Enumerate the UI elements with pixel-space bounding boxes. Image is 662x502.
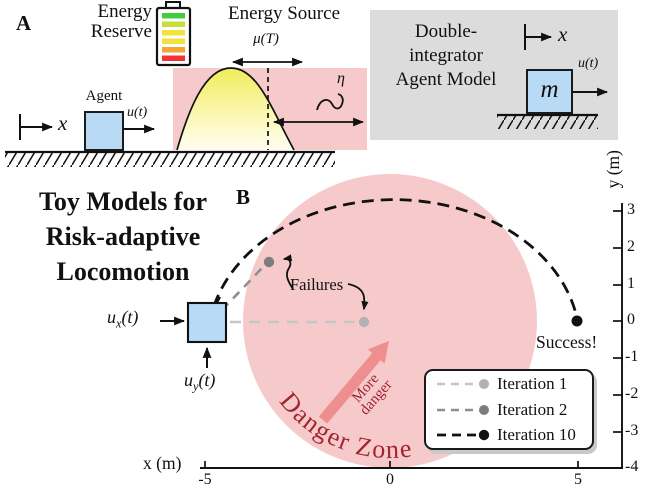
legend-row-iteration10: Iteration 10 [426,423,592,447]
more-danger-arrow-head [367,341,389,364]
legend-line-iteration2-icon [437,404,489,415]
failures-pointer-right [347,283,369,311]
iteration1-failure-dot [358,316,370,328]
battery-bar-5 [162,47,185,53]
battery-bar-6 [162,55,185,61]
more-danger-arrow-shaft [318,352,382,424]
x-tick-label-neg5: -5 [198,471,212,488]
battery-bar-4 [162,38,185,44]
y-tick-label-neg2: -2 [625,385,639,402]
model-title-line3: Agent Model [395,69,497,90]
ux-label: ux(t) [107,308,138,330]
eta-label: η [337,70,345,87]
uy-sub: y [193,379,199,394]
model-title-line2: integrator [409,45,483,66]
ux-sub: x [116,316,122,331]
y-tick-label-neg3: -3 [625,422,639,439]
ux-rest: (t) [121,307,139,327]
y-tick-label-neg1: -1 [625,348,639,365]
failures-label: Failures [290,275,344,294]
plot-axes [200,203,623,469]
ux-base: u [107,307,116,327]
energy-hill-outline [176,67,295,151]
energy-source-title: Energy Source [227,3,341,24]
figure-title-line2: Risk-adaptive [45,222,201,251]
legend-row-iteration2: Iteration 2 [426,398,592,422]
figure-title-line3: Locomotion [56,257,190,286]
legend-label-iteration10: Iteration 10 [497,424,576,444]
energy-reserve-line1: Energy [97,1,152,22]
legend-label-iteration2: Iteration 2 [497,399,568,419]
iteration10-success-dot [571,315,583,327]
y-tick-label-2: 2 [627,238,635,255]
agent-box-b [186,301,228,344]
panel-b-label: B [236,185,251,209]
agent-box-a [84,111,124,151]
agent-label: Agent [85,88,123,104]
figure-title-line1: Toy Models for [38,187,208,216]
panel-a-label: A [16,11,32,35]
ground-hatching-a [5,153,335,167]
y-tick-label-3: 3 [627,201,635,218]
iteration2-failure-dot [263,256,275,268]
y-tick-label-1: 1 [627,275,635,292]
x-tick-label-5: 5 [574,471,582,488]
uy-label: uy(t) [184,371,215,393]
energy-reserve-line2: Reserve [90,20,152,42]
u-label-model: u(t) [578,56,599,71]
ground-hatching-model [497,116,598,129]
uy-rest: (t) [198,370,216,390]
energy-hill [177,68,294,150]
x-axis-label: x (m) [143,453,182,473]
y-tick-label-neg4: -4 [625,458,639,475]
battery-bar-2 [162,21,185,27]
mu-label: μ(T) [253,31,279,47]
y-axis-label: y (m) [603,150,623,189]
iteration2-trajectory [221,265,265,311]
iteration10-trajectory [212,198,579,319]
mass-box [526,69,573,114]
figure-title: Toy Models for Risk-adaptive Locomotion [2,184,244,289]
plot-legend: Iteration 1 Iteration 2 Iteration 10 [424,369,594,450]
failures-pointer-left [282,254,294,290]
legend-label-iteration1: Iteration 1 [497,374,568,394]
u-label-a: u(t) [127,105,148,120]
x-tick-label-0: 0 [386,471,394,488]
mass-label: m [540,76,559,103]
x-symbol-a: x [58,111,68,135]
battery-bar-1 [162,13,185,19]
y-tick-label-0: 0 [627,311,635,328]
energy-reserve-label: Energy Reserve [40,2,152,42]
model-title-line1: Double- [414,21,478,42]
success-label: Success! [536,332,598,352]
x-symbol-model: x [558,22,568,46]
legend-line-iteration10-icon [437,429,490,440]
model-title: Double- integrator Agent Model [372,20,520,92]
uy-base: u [184,370,193,390]
battery-bar-3 [162,30,185,36]
legend-row-iteration1: Iteration 1 [426,372,592,396]
legend-line-iteration1-icon [437,379,489,390]
eta-squiggle-icon [316,93,344,111]
